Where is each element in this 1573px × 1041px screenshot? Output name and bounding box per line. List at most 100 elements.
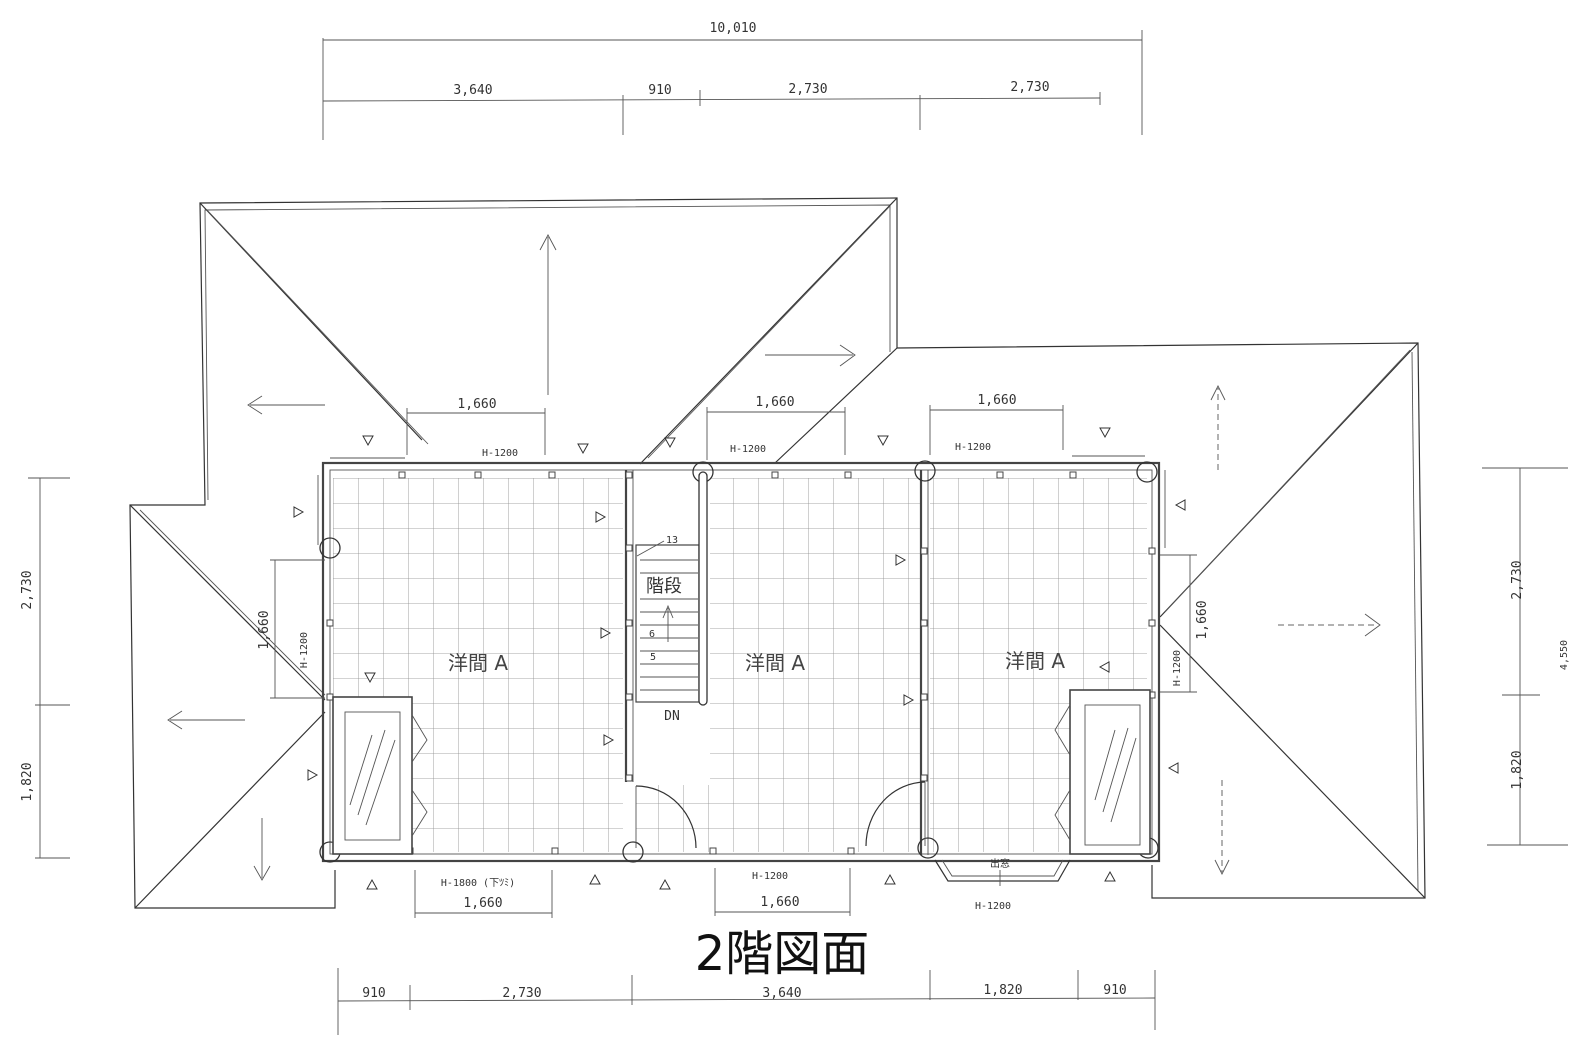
stair-well: [635, 544, 700, 703]
dim-total-top: 10,010: [710, 21, 757, 36]
bay-window-height: H-1200: [975, 901, 1011, 912]
folding-door: [411, 714, 428, 763]
door-swing: [865, 781, 926, 847]
arrow-left-icon: [167, 710, 245, 730]
wall-post: [920, 547, 928, 555]
dim-bottom-2: 2,730: [502, 986, 541, 1001]
dim-right-total: 4,550: [1559, 640, 1570, 670]
closet-hatch: [1110, 737, 1137, 823]
opening-height: H-1200: [955, 442, 991, 453]
hip-line: [1159, 624, 1426, 899]
arrow-up-icon: [539, 234, 557, 395]
folding-door: [1054, 704, 1071, 756]
marker-triangle-left: [1174, 499, 1186, 511]
opening-width: 1,660: [755, 395, 794, 410]
dim-right-2: 1,820: [1510, 750, 1525, 789]
wall-post: [920, 619, 928, 627]
marker-triangle-down: [1099, 427, 1111, 439]
closet-left: [332, 696, 428, 855]
opening-room2-top: 1,660 H-1200: [706, 395, 846, 460]
hall-floor: [636, 785, 710, 852]
wall-post: [1069, 471, 1077, 479]
closet-inner: [1084, 704, 1141, 846]
dim-bottom-3: 3,640: [762, 986, 801, 1001]
closet-hatch: [349, 734, 373, 806]
bay-window-frame: [934, 859, 1071, 882]
opening-room1-bottom: H-1800 (下ﾂﾐ) 1,660: [414, 870, 553, 918]
marker-triangle-left: [1167, 762, 1179, 774]
hip-line: [199, 202, 423, 441]
bay-window: 出窓: [934, 857, 1071, 886]
wall-post: [548, 471, 556, 479]
opening-width: 1,660: [977, 393, 1016, 408]
opening-room3-top: 1,660 H-1200: [929, 393, 1064, 455]
closet-frame: [332, 696, 413, 855]
wall-post: [625, 619, 633, 627]
page-title: 2階図面: [695, 926, 870, 982]
wall-post: [326, 619, 334, 627]
wall-posts: [326, 471, 1156, 855]
wall-post: [625, 471, 633, 479]
marker-triangle-right: [600, 627, 612, 639]
marker-triangle-left: [1098, 661, 1110, 673]
wall-post: [474, 471, 482, 479]
door-swing: [635, 785, 697, 849]
wall-post: [847, 847, 855, 855]
marker-triangle-down: [877, 435, 889, 447]
marker-triangle-up: [884, 873, 896, 885]
wall-post: [551, 847, 559, 855]
left-dimensions: 2,730 1,820: [20, 477, 70, 859]
stairs-label: 階段: [646, 576, 682, 597]
stair-mark: 6: [649, 629, 655, 640]
opening-width: 1,660: [760, 895, 799, 910]
opening-room2-bottom: H-1200 1,660: [714, 868, 851, 916]
folding-door: [411, 789, 428, 837]
bottom-dimensions: 910 2,730 3,640 1,820 910: [337, 968, 1156, 1035]
arrow-down-icon: [253, 818, 271, 881]
dim-top-4: 2,730: [1010, 80, 1049, 95]
column-marker: [914, 460, 936, 482]
wall-post: [1148, 547, 1156, 555]
marker-triangle-right: [895, 554, 907, 566]
closet-hatch: [1102, 727, 1129, 813]
room-2-floor: [710, 478, 921, 852]
room-1-label: 洋間 A: [448, 651, 508, 675]
column-marker: [622, 841, 644, 863]
stair-mark: 5: [650, 652, 656, 663]
marker-triangle-down: [364, 672, 376, 684]
opening-height: H-1200: [730, 444, 766, 455]
opening-height: H-1200: [1172, 650, 1183, 686]
dim-bottom-4: 1,820: [983, 983, 1022, 998]
stairs: 13 6 5 階段 DN: [635, 471, 708, 724]
column-marker: [319, 537, 341, 559]
dim-left-2: 1,820: [20, 762, 35, 801]
closet-inner: [344, 711, 401, 841]
opening-height: H-1200: [299, 632, 310, 668]
stair-mark: 13: [666, 535, 678, 546]
room-3-label: 洋間 A: [1005, 649, 1065, 673]
right-dimensions: 2,730 1,820 4,550: [1482, 467, 1570, 846]
roof-outline: [129, 197, 1426, 909]
wall-post: [1148, 619, 1156, 627]
hip-line: [639, 197, 898, 465]
dim-line: [322, 97, 1101, 102]
marker-triangle-up: [589, 873, 601, 885]
hip-line: [774, 347, 898, 464]
wall-post: [625, 774, 633, 782]
roof-edge-inner: [1411, 351, 1419, 891]
window-markers: [293, 427, 1186, 890]
marker-triangle-right: [903, 694, 915, 706]
marker-triangle-down: [577, 443, 589, 455]
marker-triangle-up: [366, 878, 378, 890]
dim-top-3: 2,730: [788, 82, 827, 97]
bay-window-frame-inner: [941, 859, 1064, 877]
folding-door: [1054, 789, 1071, 841]
column-marker: [917, 837, 939, 859]
opening-height: H-1800 (下ﾂﾐ): [441, 878, 515, 889]
bay-window-label: 出窓: [990, 857, 1010, 870]
dim-right-1: 2,730: [1510, 560, 1525, 599]
marker-triangle-down: [362, 435, 374, 447]
hip-line: [129, 504, 326, 701]
opening-height: H-1200: [752, 871, 788, 882]
